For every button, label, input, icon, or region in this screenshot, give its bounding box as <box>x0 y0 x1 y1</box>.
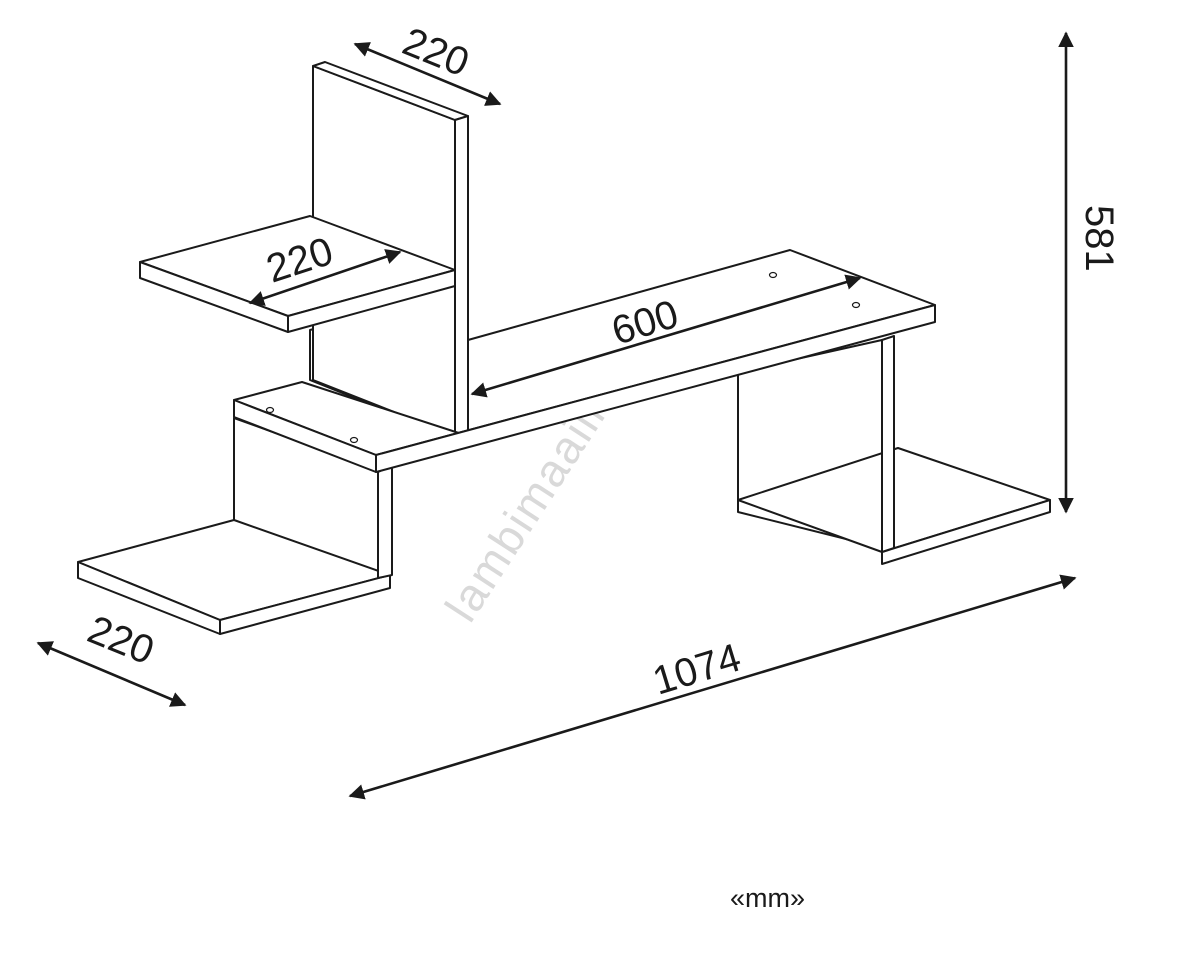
unit-label: «mm» <box>730 883 805 913</box>
dimension-arrow-upper-shelf-depth <box>248 249 402 306</box>
screw-hole <box>851 301 861 309</box>
dimension-arrow-long-shelf-length <box>470 274 862 398</box>
back-panel-edge-side <box>454 115 469 437</box>
screw-hole <box>265 406 275 414</box>
dimension-label-total-width: 1074 <box>648 636 746 704</box>
dimension-arrow-top-depth <box>353 42 502 106</box>
dimension-label-total-height: 581 <box>1077 205 1121 272</box>
dimension-label-top-depth: 220 <box>397 20 475 86</box>
dimension-label-bottom-depth: 220 <box>82 608 160 674</box>
right-support-face <box>881 335 895 553</box>
shelf-drawing <box>77 61 1051 635</box>
screw-hole <box>349 436 359 444</box>
left-step-side <box>377 465 393 579</box>
screw-hole <box>768 271 778 279</box>
dimension-arrow-bottom-depth <box>36 641 187 707</box>
dimension-arrow-total-width <box>348 574 1077 800</box>
right-bottom-shelf-front <box>881 499 1051 565</box>
long-shelf-left-edge <box>233 399 377 473</box>
